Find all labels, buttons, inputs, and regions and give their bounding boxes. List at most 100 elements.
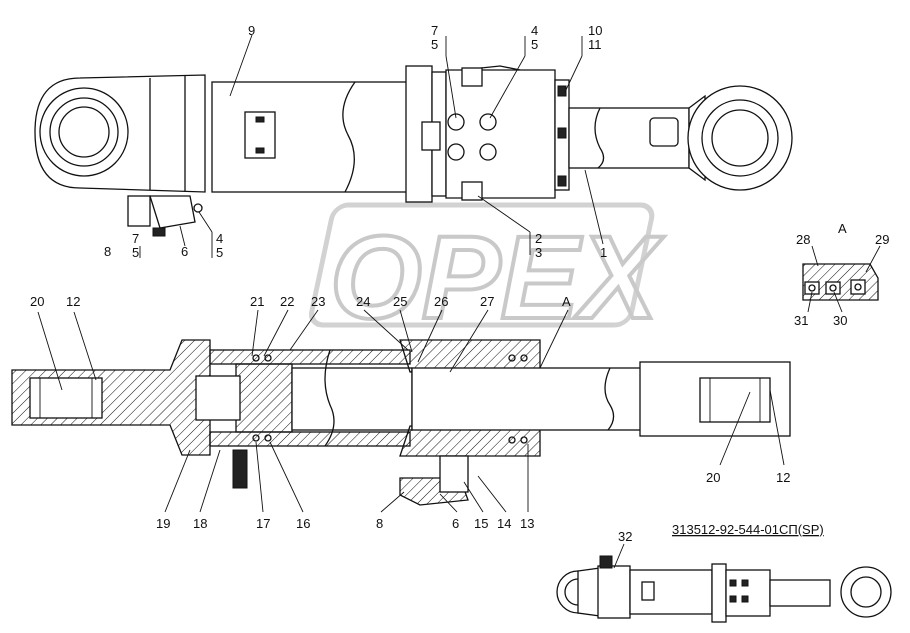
callout-4-top: 4 [531, 23, 538, 38]
small-overview-cylinder: 32 [556, 529, 892, 623]
callout-25: 25 [393, 294, 407, 309]
watermark: OPEX [309, 202, 666, 346]
section-view-leaders [37, 309, 785, 513]
overview-rod-end [597, 565, 631, 619]
detail-a-label: A [838, 221, 847, 236]
section-left-bushing [29, 377, 103, 419]
callout-29: 29 [875, 232, 889, 247]
valve-bottom-fitting [461, 181, 483, 201]
callout-21: 21 [250, 294, 264, 309]
barrel-clamp-bolt-top [255, 116, 265, 123]
barrel [211, 81, 408, 193]
section-barrel-top-wall [209, 349, 411, 365]
callout-10: 10 [588, 23, 602, 38]
head-port [421, 121, 441, 151]
callout-12-left: 12 [66, 294, 80, 309]
section-valve-body [439, 455, 469, 493]
callout-6-section: 6 [452, 516, 459, 531]
barrel-break-line [342, 81, 356, 193]
callout-5-left-bar: 5 [216, 245, 223, 260]
valve-bolt-2 [479, 113, 497, 131]
detail-a-view: A 28 29 31 30 [794, 221, 889, 328]
callout-15: 15 [474, 516, 488, 531]
callout-7-left: 7 [132, 231, 139, 246]
valve-bolt-1 [447, 113, 465, 131]
part-number: 313512-92-544-01СП(SP) [672, 522, 824, 537]
callout-6-top: 6 [181, 244, 188, 259]
callout-4-left: 4 [216, 231, 223, 246]
callout-11: 11 [588, 37, 602, 52]
callout-20-left: 20 [30, 294, 44, 309]
callout-1: 1 [600, 245, 607, 260]
top-view-callouts: 9 7 5 4 5 10 11 8 7 5 6 4 5 2 3 1 [104, 23, 607, 260]
section-right-bushing [699, 377, 771, 423]
valve-bolt-3 [447, 143, 465, 161]
section-left-eye [11, 339, 211, 456]
callout-5-left: 5 [132, 245, 139, 260]
barrel-clamp-bolt-bottom [255, 147, 265, 154]
section-piston-nut [195, 375, 241, 421]
callout-24: 24 [356, 294, 370, 309]
left-clamp [149, 195, 196, 229]
callout-7-top: 7 [431, 23, 438, 38]
callout-27: 27 [480, 294, 494, 309]
overview-flange [711, 563, 727, 623]
section-view-callouts: 20 12 21 22 23 24 25 26 27 A 20 12 19 18… [30, 294, 790, 531]
valve-top-fitting [461, 67, 483, 87]
section-marker-a: A [562, 294, 571, 309]
left-small-screw [193, 203, 203, 213]
section-rod-inner [291, 367, 413, 431]
valve-bolt-4 [479, 143, 497, 161]
cover-bolt-1 [557, 85, 567, 97]
valve-block [445, 69, 556, 199]
right-eye-bore [711, 109, 769, 167]
rod-collar [649, 117, 679, 147]
top-view-leaders [139, 34, 604, 258]
callout-26: 26 [434, 294, 448, 309]
section-break-line [324, 349, 335, 447]
overview-valve [725, 569, 771, 617]
cover-bolt-3 [557, 175, 567, 187]
top-view-cylinder [34, 65, 793, 237]
right-eye-bushing [701, 99, 779, 177]
left-bolt-head [152, 227, 166, 237]
rod-break-line [594, 107, 605, 169]
callout-28: 28 [796, 232, 810, 247]
section-view-cylinder [11, 339, 791, 506]
callout-9: 9 [248, 23, 255, 38]
cover-bolt-2 [557, 127, 567, 139]
section-rod [411, 367, 643, 431]
callout-23: 23 [311, 294, 325, 309]
callout-32: 32 [618, 529, 632, 544]
callout-12-right: 12 [776, 470, 790, 485]
callout-8-section: 8 [376, 516, 383, 531]
callout-30: 30 [833, 313, 847, 328]
callout-18: 18 [193, 516, 207, 531]
overview-right-eye [840, 566, 892, 618]
callout-17: 17 [256, 516, 270, 531]
right-eye-outer [687, 85, 793, 191]
left-eye-body [34, 74, 206, 193]
left-eye-bushing [49, 97, 119, 167]
detail-a-seal-30 [825, 281, 841, 295]
callout-8-top: 8 [104, 244, 111, 259]
callout-5-top: 5 [431, 37, 438, 52]
watermark-text: OPEX [330, 212, 664, 344]
overview-rod [769, 579, 831, 607]
detail-a-seal-29 [850, 279, 866, 295]
callout-22: 22 [280, 294, 294, 309]
section-piston [235, 363, 293, 433]
callout-20-right: 20 [706, 470, 720, 485]
callout-13: 13 [520, 516, 534, 531]
overview-fitting [599, 555, 613, 569]
callout-31: 31 [794, 313, 808, 328]
left-grease-fitting [127, 195, 151, 227]
callout-5-top-right: 5 [531, 37, 538, 52]
left-eye-outer-ring [39, 87, 129, 177]
section-barrel-bottom-wall [209, 431, 411, 447]
callout-3: 3 [535, 245, 542, 260]
callout-19: 19 [156, 516, 170, 531]
callout-14: 14 [497, 516, 511, 531]
